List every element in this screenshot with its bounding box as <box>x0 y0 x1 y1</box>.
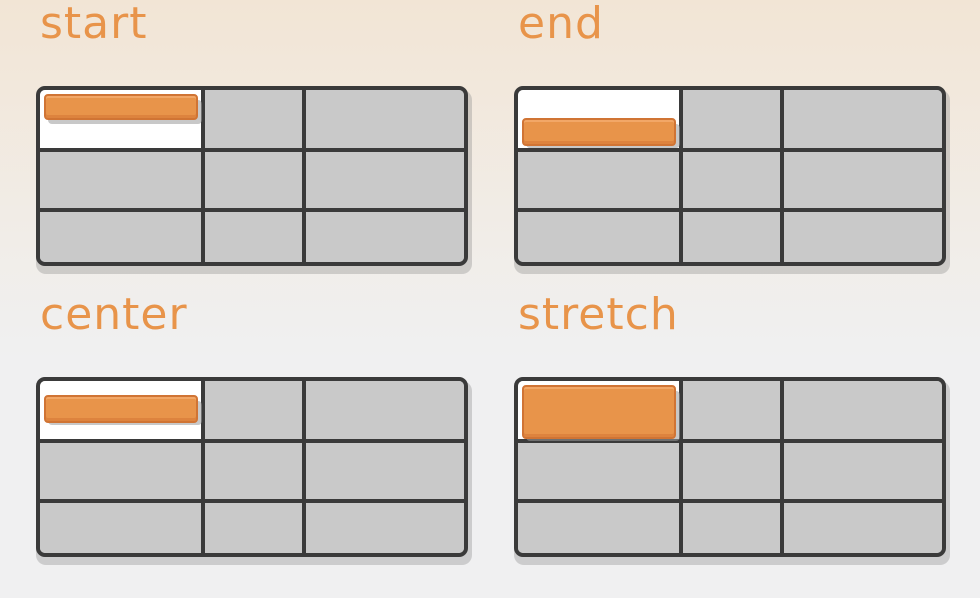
panel-title: start <box>40 0 148 49</box>
grid-cell <box>683 443 784 503</box>
grid-cell <box>784 381 942 443</box>
grid <box>514 86 946 266</box>
grid-cell <box>784 503 942 553</box>
grid-cell <box>683 212 784 262</box>
grid-cell <box>40 503 205 553</box>
grid-cell-active <box>40 90 205 152</box>
grid-cell <box>205 152 306 212</box>
grid-cell <box>205 503 306 553</box>
grid-cell <box>205 90 306 152</box>
grid-cell-active <box>518 381 683 443</box>
panel-stretch: stretch <box>514 289 950 565</box>
grid-cell <box>784 443 942 503</box>
grid-item <box>44 94 198 120</box>
grid-cell <box>205 443 306 503</box>
panel-title: end <box>518 0 604 49</box>
grid-container <box>514 86 950 274</box>
grid-cell <box>306 152 464 212</box>
grid-cell-active <box>40 381 205 443</box>
panel-title: stretch <box>518 289 679 340</box>
grid-cell <box>784 90 942 152</box>
grid-cell <box>306 443 464 503</box>
grid-container <box>36 377 472 565</box>
panel-start: start <box>36 0 472 274</box>
grid-cell <box>784 212 942 262</box>
grid-cell <box>40 152 205 212</box>
grid-cell <box>683 381 784 443</box>
grid-container <box>36 86 472 274</box>
grid-cell <box>40 443 205 503</box>
grid-cell <box>518 503 683 553</box>
grid-cell <box>40 212 205 262</box>
grid-cell <box>683 503 784 553</box>
grid-cell <box>205 212 306 262</box>
grid-cell <box>784 152 942 212</box>
grid-cell <box>306 503 464 553</box>
grid-cell <box>683 152 784 212</box>
grid-item <box>44 395 198 423</box>
panel-end: end <box>514 0 950 274</box>
grid-cell <box>306 212 464 262</box>
grid-item <box>522 385 676 439</box>
grid-cell <box>683 90 784 152</box>
grid-item <box>522 118 676 146</box>
grid-cell <box>518 152 683 212</box>
grid-cell-active <box>518 90 683 152</box>
grid-cell <box>306 381 464 443</box>
grid-container <box>514 377 950 565</box>
grid <box>36 86 468 266</box>
panel-title: center <box>40 289 188 340</box>
grid <box>514 377 946 557</box>
grid-cell <box>518 443 683 503</box>
grid-cell <box>205 381 306 443</box>
grid <box>36 377 468 557</box>
panel-center: center <box>36 289 472 565</box>
grid-cell <box>518 212 683 262</box>
grid-cell <box>306 90 464 152</box>
